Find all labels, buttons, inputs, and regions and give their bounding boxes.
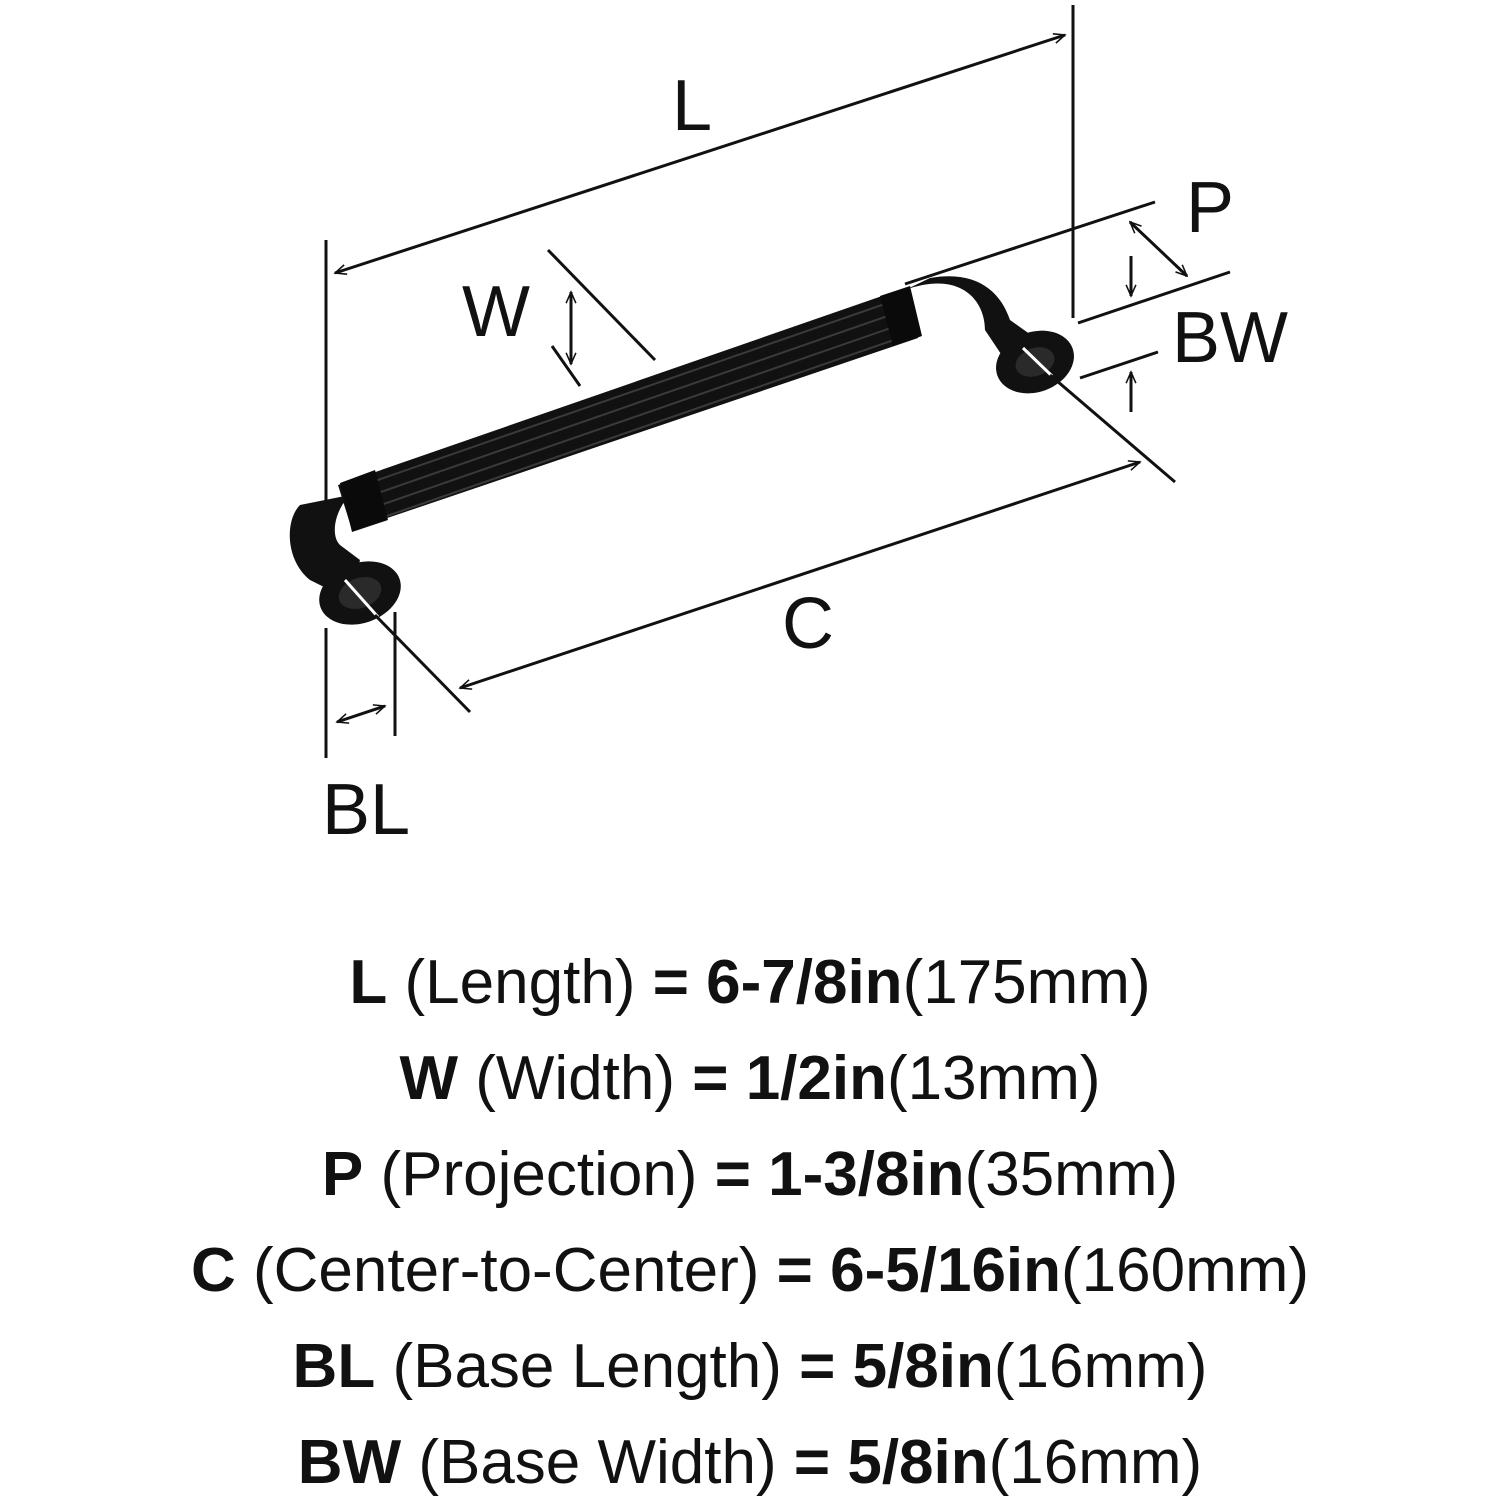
dimension-lines — [324, 5, 1231, 758]
spec-length: L (Length) = 6-7/8in(175mm) — [0, 935, 1500, 1031]
label-L: L — [672, 66, 712, 146]
spec-code: BL — [292, 1332, 376, 1401]
specification-list: L (Length) = 6-7/8in(175mm) W (Width) = … — [0, 935, 1500, 1511]
label-W: W — [462, 272, 530, 352]
spec-name: (Width) — [475, 1044, 675, 1113]
spec-equals: = — [692, 1044, 729, 1113]
spec-equals: = — [776, 1236, 813, 1305]
spec-inch: 6-7/8in — [706, 948, 903, 1017]
projection-arrow — [1130, 222, 1187, 276]
projection-extension-bottom — [1077, 270, 1231, 325]
cabinet-pull-handle — [289, 276, 1074, 625]
spec-name: (Center-to-Center) — [252, 1236, 760, 1305]
spec-code: BW — [297, 1428, 402, 1497]
spec-width: W (Width) = 1/2in(13mm) — [0, 1031, 1500, 1127]
base-width-extension — [1079, 350, 1159, 380]
spec-center-to-center: C (Center-to-Center) = 6-5/16in(160mm) — [0, 1223, 1500, 1319]
center-extension-right — [1049, 373, 1176, 484]
spec-name: (Length) — [404, 948, 636, 1017]
width-extension-bottom — [550, 345, 582, 387]
label-BL: BL — [322, 770, 410, 850]
label-C: C — [782, 584, 834, 664]
spec-inch: 5/8in — [847, 1428, 989, 1497]
knurled-bar — [338, 288, 918, 530]
spec-equals: = — [652, 948, 689, 1017]
spec-inch: 1/2in — [745, 1044, 887, 1113]
spec-name: (Base Width) — [418, 1428, 777, 1497]
spec-name: (Base Length) — [392, 1332, 782, 1401]
spec-mm: (160mm) — [1061, 1236, 1310, 1305]
spec-base-length: BL (Base Length) = 5/8in(16mm) — [0, 1319, 1500, 1415]
center-extension-left — [373, 613, 472, 714]
spec-code: L — [349, 948, 388, 1017]
spec-equals: = — [799, 1332, 836, 1401]
spec-inch: 5/8in — [852, 1332, 994, 1401]
spec-name: (Projection) — [380, 1140, 698, 1209]
spec-mm: (16mm) — [988, 1428, 1203, 1497]
dimension-diagram: L W P BW C BL — [289, 5, 1288, 850]
spec-mm: (175mm) — [902, 948, 1151, 1017]
spec-inch: 1-3/8in — [768, 1140, 965, 1209]
spec-projection: P (Projection) = 1-3/8in(35mm) — [0, 1127, 1500, 1223]
spec-mm: (13mm) — [886, 1044, 1101, 1113]
spec-inch: 6-5/16in — [830, 1236, 1062, 1305]
center-arrow — [460, 462, 1140, 688]
spec-base-width: BW (Base Width) = 5/8in(16mm) — [0, 1415, 1500, 1511]
width-extension-top — [546, 248, 657, 362]
label-P: P — [1186, 168, 1234, 248]
base-length-arrow — [337, 706, 385, 722]
spec-code: W — [399, 1044, 458, 1113]
spec-mm: (35mm) — [964, 1140, 1179, 1209]
projection-extension-top — [904, 200, 1156, 286]
spec-equals: = — [793, 1428, 831, 1497]
length-arrow — [335, 35, 1065, 273]
spec-code: C — [190, 1236, 236, 1305]
spec-code: P — [321, 1140, 364, 1209]
spec-mm: (16mm) — [993, 1332, 1208, 1401]
spec-equals: = — [714, 1140, 751, 1209]
right-post — [905, 276, 1045, 360]
label-BW: BW — [1172, 298, 1288, 378]
